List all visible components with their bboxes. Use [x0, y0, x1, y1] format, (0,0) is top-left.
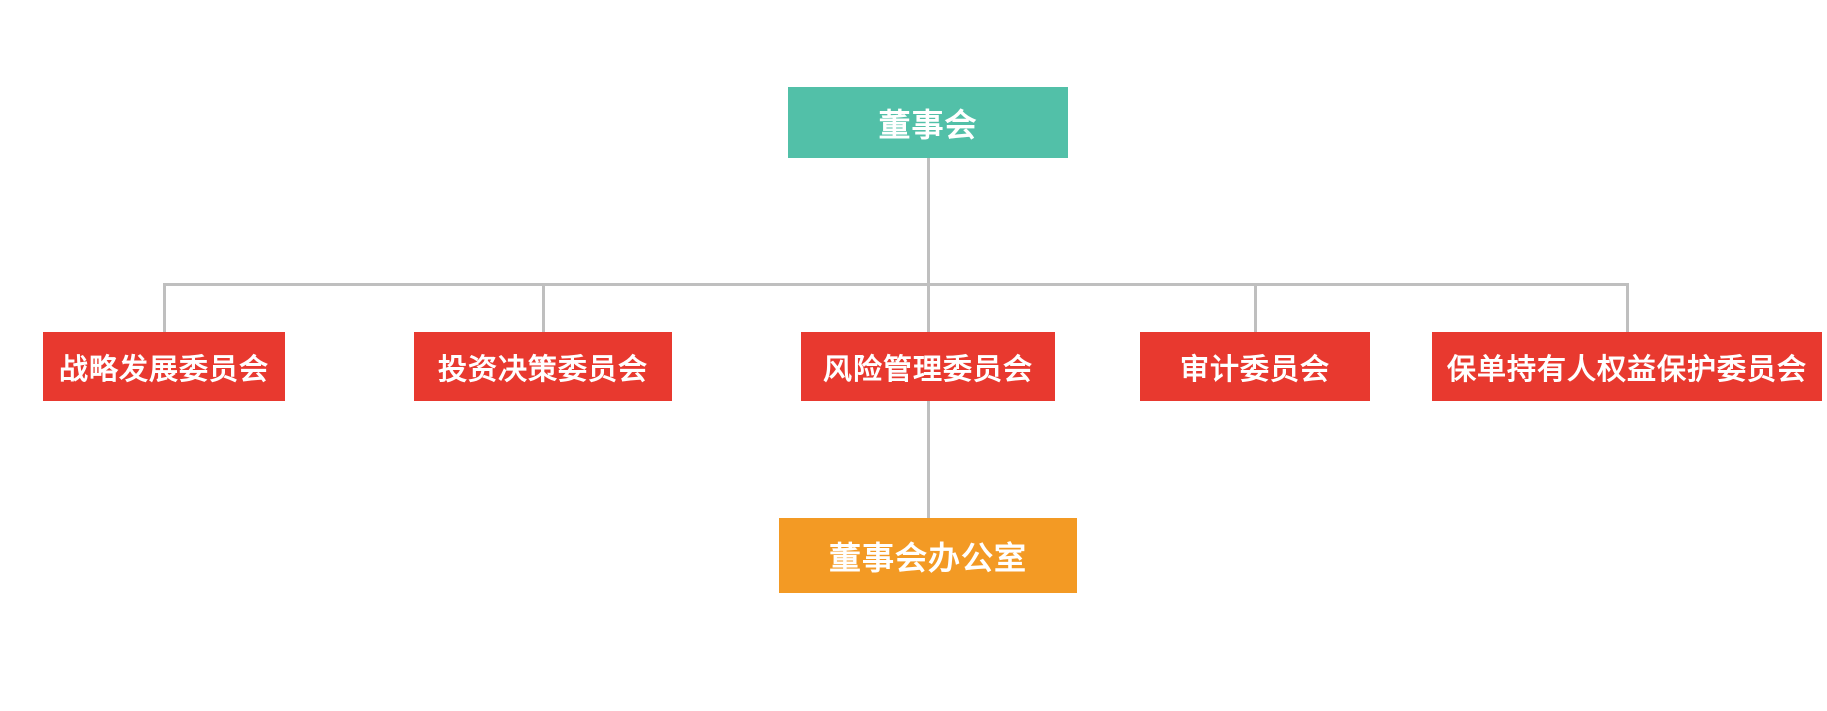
connector-drop-risk: [927, 283, 930, 333]
connector-horizontal-rail: [163, 283, 1629, 286]
connector-drop-audit: [1254, 283, 1257, 333]
node-strategy-development-committee: 战略发展委员会: [43, 332, 285, 401]
node-policyholder-rights-protection-committee: 保单持有人权益保护委员会: [1432, 332, 1822, 401]
node-board-office: 董事会办公室: [779, 518, 1077, 593]
node-investment-decision-committee: 投资决策委员会: [414, 332, 672, 401]
node-audit-committee: 审计委员会: [1140, 332, 1370, 401]
connector-drop-strategy: [163, 283, 166, 333]
connector-root-drop: [927, 158, 930, 284]
node-board-of-directors: 董事会: [788, 87, 1068, 158]
connector-drop-policyholder: [1626, 283, 1629, 333]
connector-drop-office: [927, 401, 930, 518]
node-risk-management-committee: 风险管理委员会: [801, 332, 1055, 401]
connector-drop-investment: [542, 283, 545, 333]
